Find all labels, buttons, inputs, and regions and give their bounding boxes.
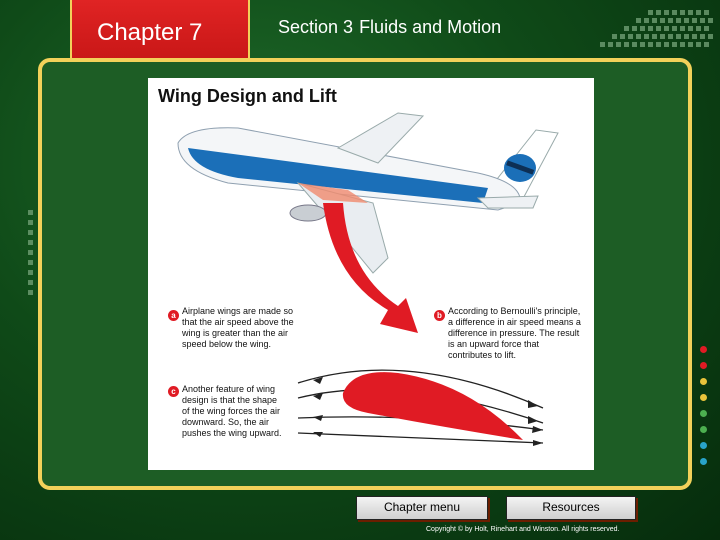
decorative-dot bbox=[704, 26, 709, 31]
decorative-dot bbox=[688, 42, 693, 47]
decorative-dot bbox=[624, 26, 629, 31]
decorative-dot bbox=[656, 42, 661, 47]
decorative-dot bbox=[28, 260, 33, 265]
decorative-dot bbox=[708, 18, 713, 23]
decorative-dot bbox=[648, 26, 653, 31]
decorative-dot bbox=[700, 346, 707, 353]
decorative-dot bbox=[700, 410, 707, 417]
figure-area: Wing Design and Lift bbox=[148, 78, 594, 470]
decorative-dot bbox=[632, 26, 637, 31]
decorative-dot bbox=[640, 42, 645, 47]
airflow-arrowheads bbox=[313, 377, 543, 446]
decorative-dot bbox=[684, 34, 689, 39]
decorative-dot bbox=[692, 34, 697, 39]
decorative-dot bbox=[648, 42, 653, 47]
decorative-dot bbox=[672, 10, 677, 15]
decorative-dot bbox=[608, 42, 613, 47]
decorative-dot bbox=[28, 250, 33, 255]
decorative-dot bbox=[656, 26, 661, 31]
decorative-dot bbox=[696, 26, 701, 31]
wing-airfoil bbox=[342, 372, 523, 440]
decorative-dot bbox=[28, 270, 33, 275]
caption-c-marker: c bbox=[168, 386, 179, 397]
decorative-dot bbox=[660, 34, 665, 39]
decorative-dot bbox=[648, 10, 653, 15]
decorative-dot bbox=[700, 442, 707, 449]
decorative-dot bbox=[668, 34, 673, 39]
decorative-dot bbox=[600, 42, 605, 47]
caption-c: Another feature of wing design is that t… bbox=[182, 384, 282, 438]
decorative-dot bbox=[612, 34, 617, 39]
decorative-dot bbox=[624, 42, 629, 47]
decorative-dot bbox=[644, 34, 649, 39]
decorative-dot bbox=[676, 34, 681, 39]
chapter-label: Chapter 7 bbox=[97, 19, 203, 46]
figure-title: Wing Design and Lift bbox=[158, 86, 337, 106]
wing-section-highlight bbox=[298, 183, 368, 203]
decorative-dot bbox=[656, 10, 661, 15]
decorative-dot bbox=[652, 34, 657, 39]
decorative-dot bbox=[28, 220, 33, 225]
decorative-dot bbox=[700, 426, 707, 433]
decorative-dot bbox=[700, 18, 705, 23]
decorative-dot bbox=[704, 10, 709, 15]
engine bbox=[289, 204, 327, 222]
decorative-dot bbox=[680, 42, 685, 47]
resources-button[interactable]: Resources bbox=[506, 496, 636, 520]
decorative-dot bbox=[696, 42, 701, 47]
decorative-dot bbox=[644, 18, 649, 23]
decorative-dot bbox=[636, 18, 641, 23]
decorative-dot bbox=[700, 394, 707, 401]
decorative-dot bbox=[680, 26, 685, 31]
decorative-dot bbox=[692, 18, 697, 23]
section-label: Section 3 bbox=[278, 17, 354, 37]
fuselage-stripe bbox=[188, 148, 488, 203]
chapter-menu-button[interactable]: Chapter menu bbox=[356, 496, 488, 520]
section-title: Fluids and Motion bbox=[359, 17, 502, 37]
decorative-dot bbox=[676, 18, 681, 23]
decorative-dot bbox=[660, 18, 665, 23]
caption-b-marker: b bbox=[434, 310, 445, 321]
decorative-dot bbox=[688, 10, 693, 15]
decorative-dot bbox=[28, 240, 33, 245]
section-arrow bbox=[323, 203, 418, 333]
decorative-dot bbox=[696, 10, 701, 15]
decorative-dot bbox=[616, 42, 621, 47]
decorative-dot bbox=[664, 10, 669, 15]
decorative-dot bbox=[668, 18, 673, 23]
decorative-dot bbox=[664, 26, 669, 31]
decorative-dot bbox=[700, 458, 707, 465]
copyright-text: Copyright © by Holt, Rinehart and Winsto… bbox=[426, 526, 620, 533]
caption-b: According to Bernoulli's principle, a di… bbox=[448, 306, 581, 360]
decorative-dot bbox=[680, 10, 685, 15]
decorative-dot bbox=[628, 34, 633, 39]
decorative-dot bbox=[672, 26, 677, 31]
decorative-dot bbox=[700, 378, 707, 385]
caption-a: Airplane wings are made so that the air … bbox=[182, 306, 294, 349]
upper-wing bbox=[336, 112, 425, 164]
decorative-dot bbox=[688, 26, 693, 31]
decorative-dot bbox=[636, 34, 641, 39]
decorative-dot bbox=[708, 34, 713, 39]
decorative-dot bbox=[28, 210, 33, 215]
decorative-dot bbox=[700, 362, 707, 369]
decorative-dot bbox=[640, 26, 645, 31]
decorative-dot bbox=[28, 280, 33, 285]
decorative-dot bbox=[684, 18, 689, 23]
decorative-dot bbox=[672, 42, 677, 47]
caption-a-marker: a bbox=[168, 310, 179, 321]
airplane-illustration bbox=[177, 112, 559, 446]
decorative-dot bbox=[652, 18, 657, 23]
decorative-dot bbox=[704, 42, 709, 47]
decorative-dot bbox=[28, 230, 33, 235]
horizontal-stabilizer bbox=[476, 195, 539, 209]
decorative-dot bbox=[620, 34, 625, 39]
decorative-dot bbox=[700, 34, 705, 39]
decorative-dot bbox=[664, 42, 669, 47]
decorative-dot bbox=[28, 290, 33, 295]
decorative-dot bbox=[632, 42, 637, 47]
